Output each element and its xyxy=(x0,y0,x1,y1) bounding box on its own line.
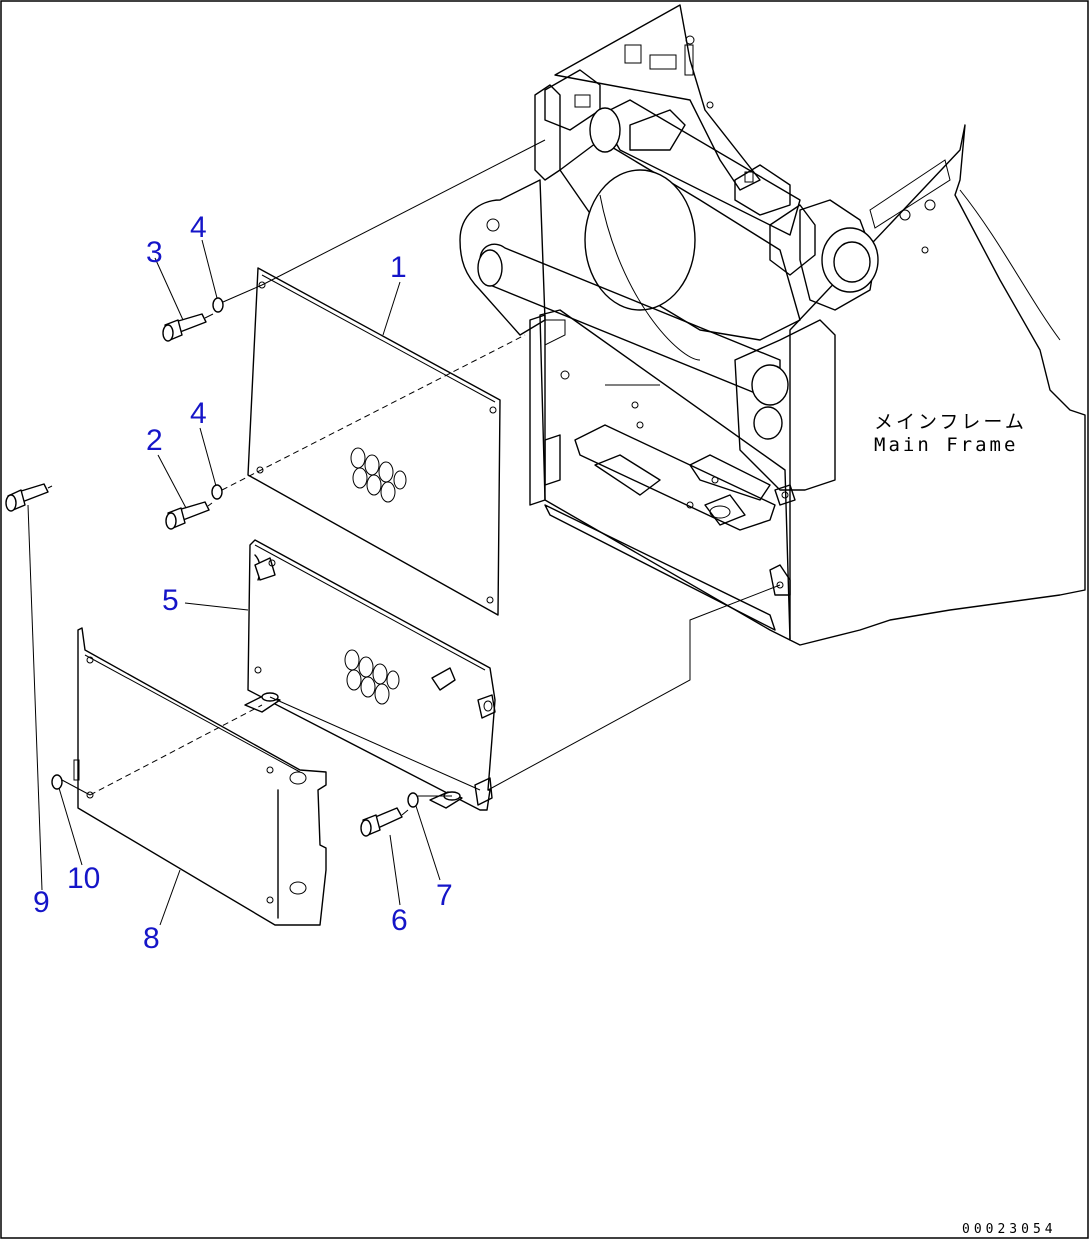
main-frame-assembly xyxy=(459,4,1086,646)
main-frame-label-ja: メインフレーム xyxy=(874,411,1027,433)
cover-1 xyxy=(247,267,501,616)
washer-4-top xyxy=(212,297,224,313)
washer-10 xyxy=(51,774,63,790)
callout-2: 2 xyxy=(146,424,163,457)
callout-1: 1 xyxy=(390,251,407,284)
bolt-6 xyxy=(360,807,403,837)
callout-6: 6 xyxy=(391,904,408,937)
bolt-3 xyxy=(162,313,207,342)
callout-3: 3 xyxy=(146,236,163,269)
bolt-2 xyxy=(165,501,210,530)
callout-8: 8 xyxy=(143,922,160,955)
cover-5-vent xyxy=(344,649,400,705)
callout-9: 9 xyxy=(33,886,50,919)
callout-4-top: 4 xyxy=(190,211,207,244)
drawing-number: 00023054 xyxy=(962,1222,1057,1237)
callout-7: 7 xyxy=(436,879,453,912)
washer-4-lower xyxy=(211,484,223,500)
cover-1-vent xyxy=(350,447,407,503)
callout-10: 10 xyxy=(67,862,100,895)
assembly-lines xyxy=(47,139,781,816)
bolt-9 xyxy=(5,483,49,512)
washer-7 xyxy=(407,792,419,808)
main-frame-label-en: Main Frame xyxy=(874,434,1018,456)
leader-lines xyxy=(27,239,660,926)
callout-4-lower: 4 xyxy=(190,397,207,430)
cover-8 xyxy=(73,627,327,926)
callout-5: 5 xyxy=(162,584,179,617)
